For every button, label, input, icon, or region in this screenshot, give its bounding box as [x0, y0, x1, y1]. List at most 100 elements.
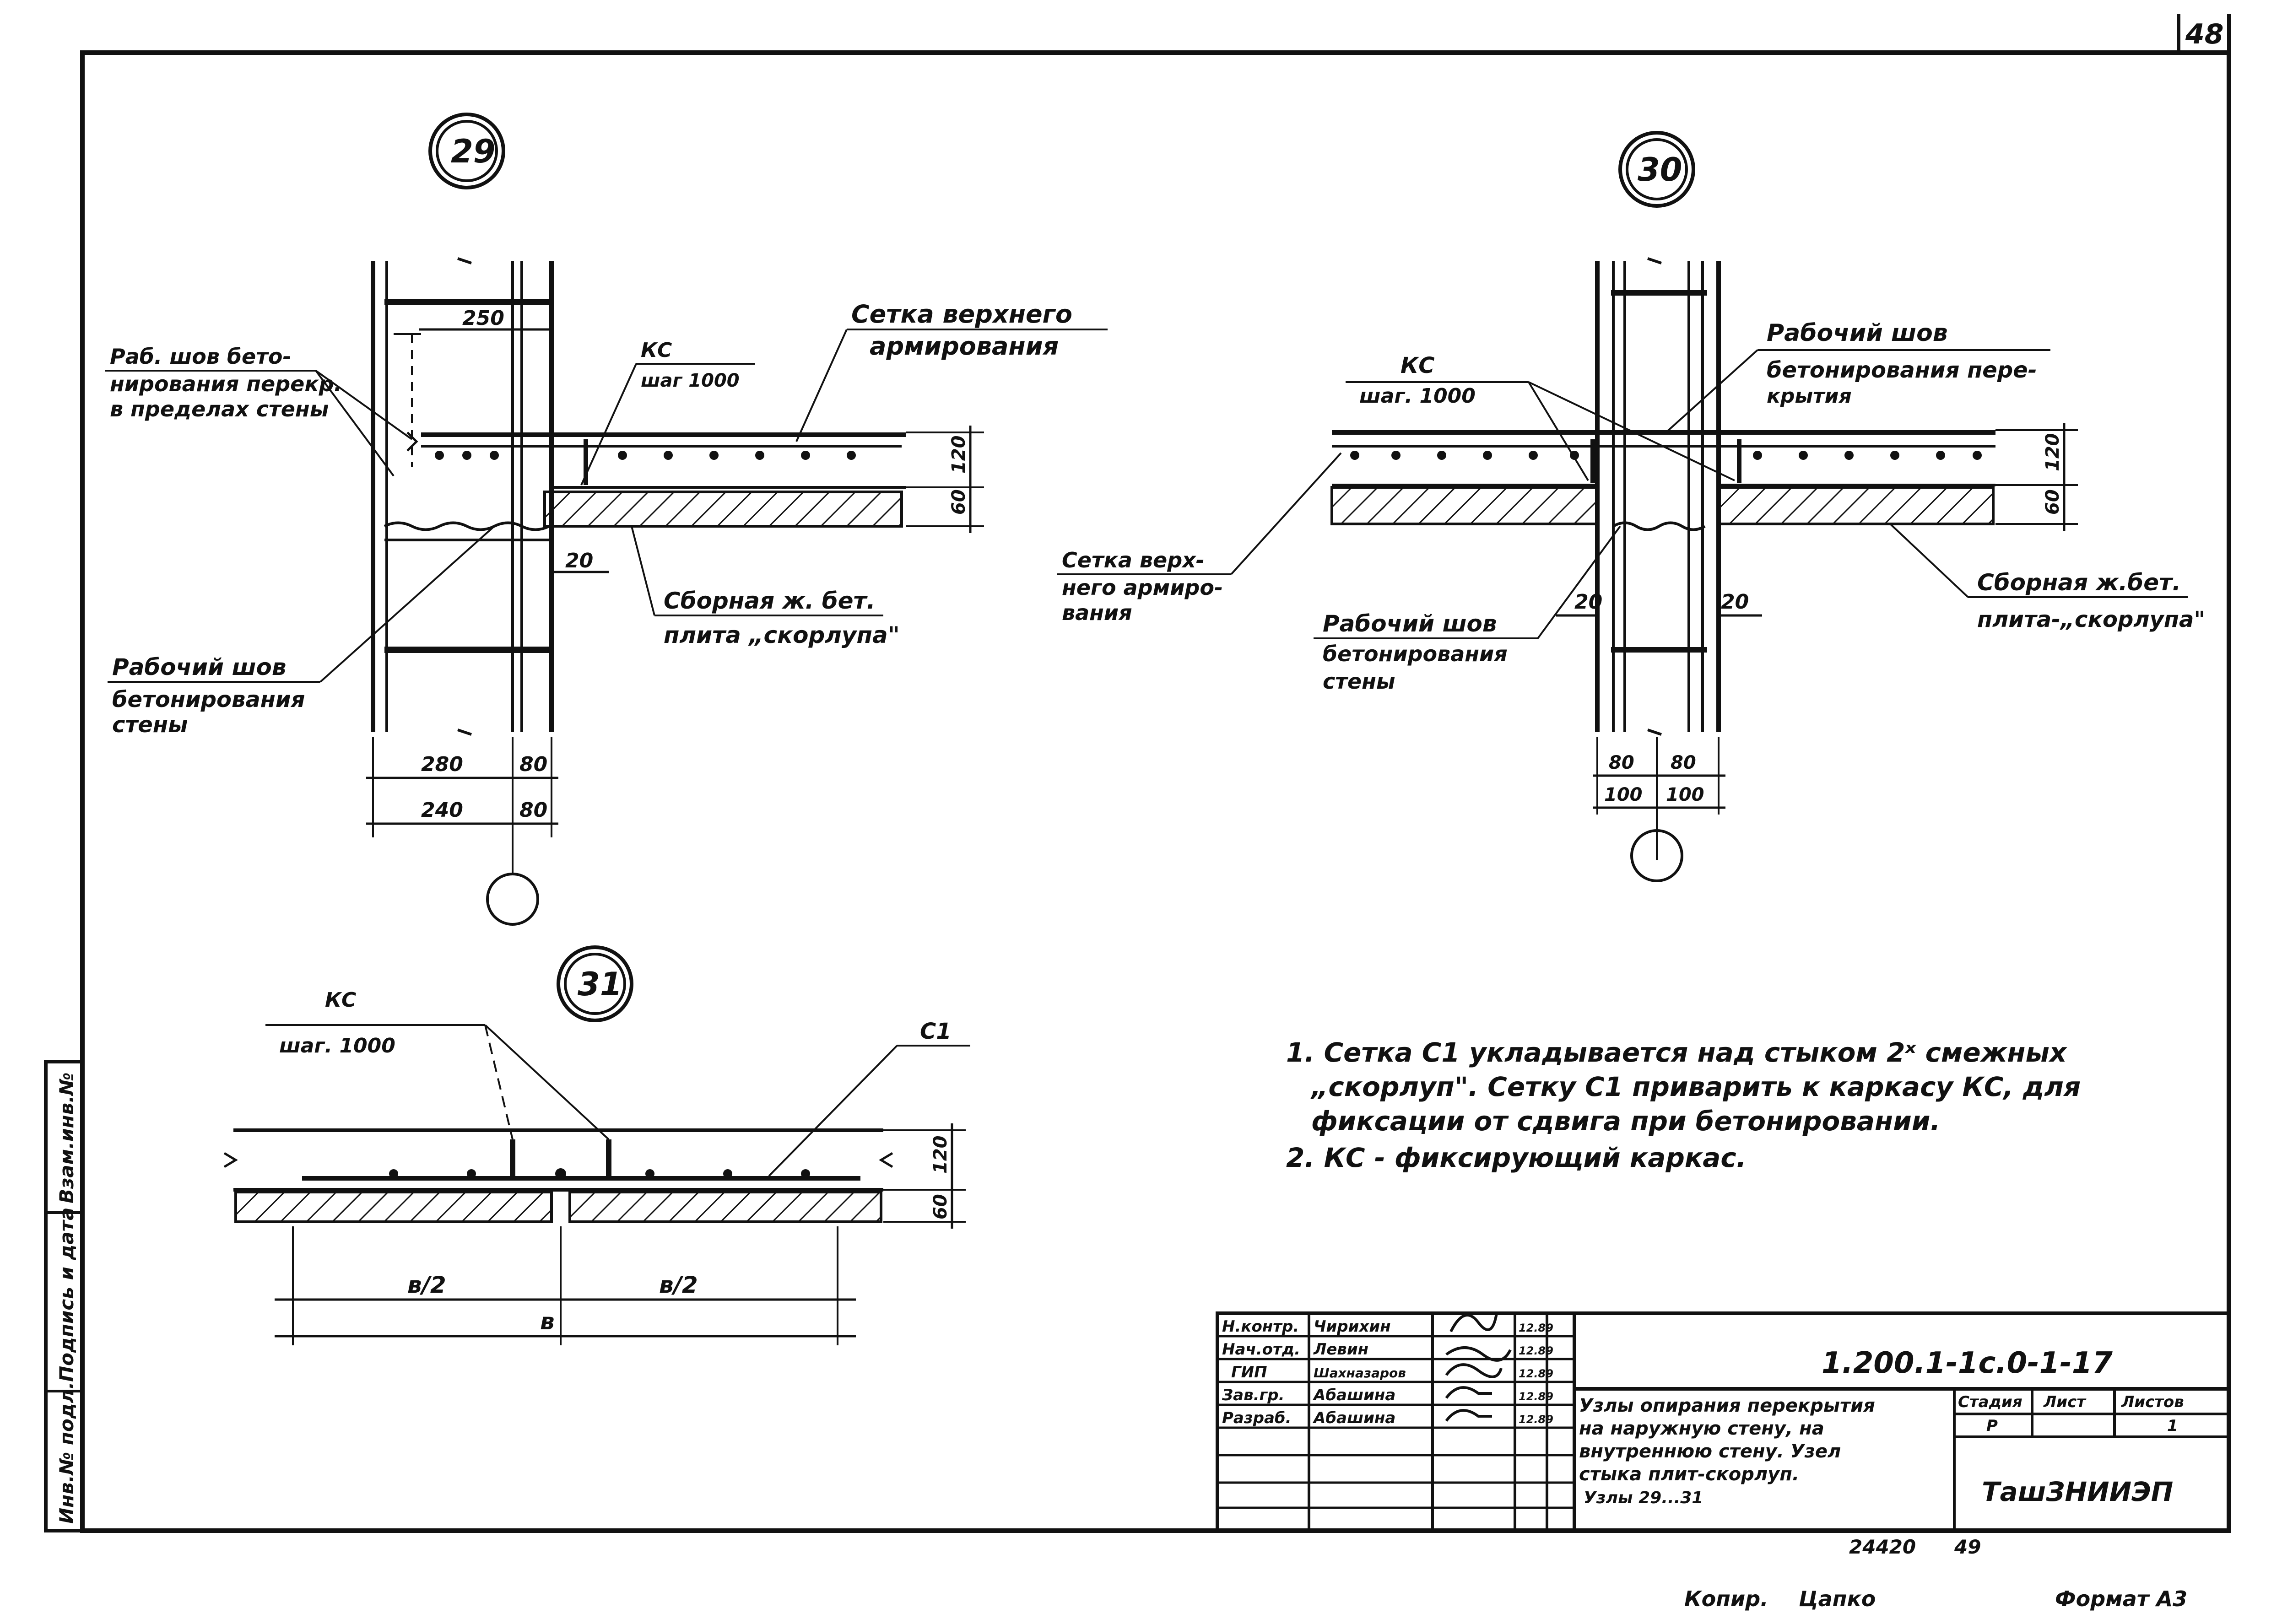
node-30-mesh-label-3: вания — [1062, 600, 1132, 625]
description-line-2: на наружную стену, на — [1579, 1418, 1824, 1439]
node-29-slab-label: Сборная ж. бет. — [664, 588, 876, 614]
node-30-precast-slab-right — [1717, 486, 1995, 525]
description-line-3: внутреннюю стену. Узел — [1579, 1441, 1841, 1462]
tb-date-1: 12.89 — [1519, 1322, 1553, 1334]
copier-name: Цапко — [1799, 1586, 1876, 1611]
copier-label: Копир. — [1684, 1586, 1768, 1611]
node-30-joint-label-3: крытия — [1767, 384, 1852, 408]
node-29-joint-label-2: нирования перекр. — [110, 372, 342, 396]
note-line-3: фиксации от сдвига при бетонировании. — [1311, 1106, 1940, 1137]
node-29-dim-120: 120 — [948, 436, 969, 474]
node-31-dim-b: в — [540, 1308, 555, 1335]
node-29-dim-20: 20 — [565, 549, 593, 572]
node-29-dim-280: 280 — [421, 753, 463, 776]
side-stamp-field2: Подпись и дата — [55, 1208, 78, 1382]
node-30-ks: КС — [1401, 353, 1434, 378]
node-30-dim-60: 60 — [2042, 489, 2063, 515]
node-30-dimensions: 120 60 20 20 80 80 100 100 — [1556, 423, 2078, 882]
footer: 24420 49 Копир. Цапко Формат А3 — [1684, 1536, 2187, 1611]
node-29-precast-slab — [543, 491, 903, 528]
node-30-dim-20a: 20 — [1574, 590, 1602, 614]
node-30-mesh-label: Сетка верх- — [1062, 548, 1205, 572]
node-29-axis-bubble — [486, 873, 539, 926]
tb-name-4: Абашина — [1312, 1386, 1395, 1404]
node-29-ks-step: шаг 1000 — [641, 370, 740, 391]
node-30-wall-joint-label-3: стены — [1323, 669, 1395, 694]
description-line-1: Узлы опирания перекрытия — [1579, 1395, 1875, 1416]
title-block: Н.контр. Чирихин 12.89 Нач.отд. Левин 12… — [1216, 1311, 2231, 1532]
node-30-labels: КС шаг. 1000 Рабочий шов бетонирования п… — [1057, 319, 2205, 694]
side-stamp-field3: Взам.инв.№ — [55, 1072, 78, 1203]
tb-date-2: 12.89 — [1519, 1344, 1553, 1357]
tb-date-4: 12.89 — [1519, 1390, 1553, 1403]
node-31-dimensions: 120 60 в/2 в/2 в — [275, 1123, 966, 1345]
node-30-joint-label: Рабочий шов — [1767, 319, 1948, 347]
node-30-wall-joint-label: Рабочий шов — [1323, 610, 1497, 637]
node-30-number: 30 — [1638, 151, 1682, 189]
node-31-circle — [557, 945, 633, 1022]
node-31-dim-60: 60 — [930, 1194, 951, 1219]
node-30: 30 — [1057, 131, 2205, 882]
node-30-dim-120: 120 — [2042, 433, 2063, 472]
node-30-dim-20b: 20 — [1721, 590, 1749, 614]
node-29-joint-label: Раб. шов бето- — [110, 344, 292, 369]
side-stamp: Инв.№ подл. Подпись и дата Взам.инв.№ — [44, 1060, 84, 1532]
node-30-dim-100a: 100 — [1604, 784, 1643, 805]
node-31-dim-b2b: в/2 — [659, 1272, 698, 1298]
node-30-slab-label-2: плита-„скорлупа" — [1977, 607, 2205, 632]
note-line-2: „скорлуп". Сетку С1 приварить к каркасу … — [1310, 1071, 2081, 1102]
tb-role-4: Зав.гр. — [1222, 1386, 1285, 1404]
node-29-dim-80: 80 — [519, 753, 547, 776]
node-31: 31 120 60 — [223, 945, 970, 1345]
node-29-dim-250: 250 — [462, 307, 504, 330]
node-29-mesh-label: Сетка верхнего — [851, 300, 1072, 329]
tb-role-3: ГИП — [1231, 1363, 1267, 1381]
description-line-4: стыка плит-скорлуп. — [1579, 1464, 1799, 1485]
node-29-slab-label-2: плита „скорлупа" — [664, 622, 900, 648]
node-29-dim-240: 240 — [421, 799, 463, 822]
tb-name-5: Абашина — [1312, 1409, 1395, 1427]
node-31-ks-step: шаг. 1000 — [279, 1034, 395, 1057]
node-30-joint-label-2: бетонирования пере- — [1767, 357, 2037, 383]
notes: 1. Сетка С1 укладывается над стыком 2ˣ с… — [1286, 1037, 2081, 1173]
node-31-precast-slab-left — [234, 1191, 553, 1223]
node-29-slab — [406, 432, 906, 528]
document-code: 1.200.1-1с.0-1-17 — [1822, 1346, 2113, 1380]
node-29-wall-joint-label: Рабочий шов — [112, 654, 287, 680]
tb-name-3: Шахназаров — [1314, 1365, 1406, 1381]
node-29-ks: КС — [641, 339, 672, 362]
node-31-dim-120: 120 — [930, 1136, 951, 1174]
tb-date-3: 12.89 — [1519, 1367, 1553, 1380]
tb-role-5: Разраб. — [1222, 1409, 1292, 1427]
format-label: Формат А3 — [2055, 1586, 2187, 1611]
node-29-joint-label-3: в пределах стены — [110, 397, 329, 421]
node-29-dim-60: 60 — [948, 489, 969, 515]
node-30-mesh-label-2: него армиро- — [1062, 575, 1223, 600]
tb-name-1: Чирихин — [1314, 1317, 1391, 1336]
stage-header: Стадия — [1958, 1393, 2022, 1411]
page-number: 48 — [2185, 18, 2224, 50]
sheet-frame: 48 — [80, 14, 2231, 1533]
signatures — [1445, 1313, 1512, 1422]
node-30-precast-slab-left — [1330, 486, 1599, 525]
sheets-header: Листов — [2121, 1393, 2184, 1411]
node-30-dim-100b: 100 — [1666, 784, 1704, 805]
node-31-precast-slab-right — [568, 1191, 882, 1223]
stage-value: Р — [1986, 1417, 1998, 1435]
node-31-c1-label: С1 — [920, 1019, 952, 1044]
sheets-value: 1 — [2167, 1417, 2178, 1435]
inventory-number: 24420 — [1849, 1536, 1916, 1558]
node-31-dim-b2a: в/2 — [407, 1272, 446, 1298]
node-30-slab-label: Сборная ж.бет. — [1977, 569, 2181, 596]
node-31-slab — [223, 1128, 893, 1223]
node-30-slabs — [1330, 430, 1995, 525]
inventory-suffix: 49 — [1954, 1536, 1981, 1558]
node-29-dim-80b: 80 — [519, 799, 547, 822]
sheet-header: Лист — [2043, 1393, 2087, 1411]
tb-date-5: 12.89 — [1519, 1413, 1553, 1426]
node-29: 29 — [105, 113, 1108, 926]
node-29-wall-joint-label-3: стены — [112, 712, 188, 738]
side-stamp-field1: Инв.№ подл. — [55, 1382, 78, 1524]
node-29-circle — [428, 113, 505, 189]
